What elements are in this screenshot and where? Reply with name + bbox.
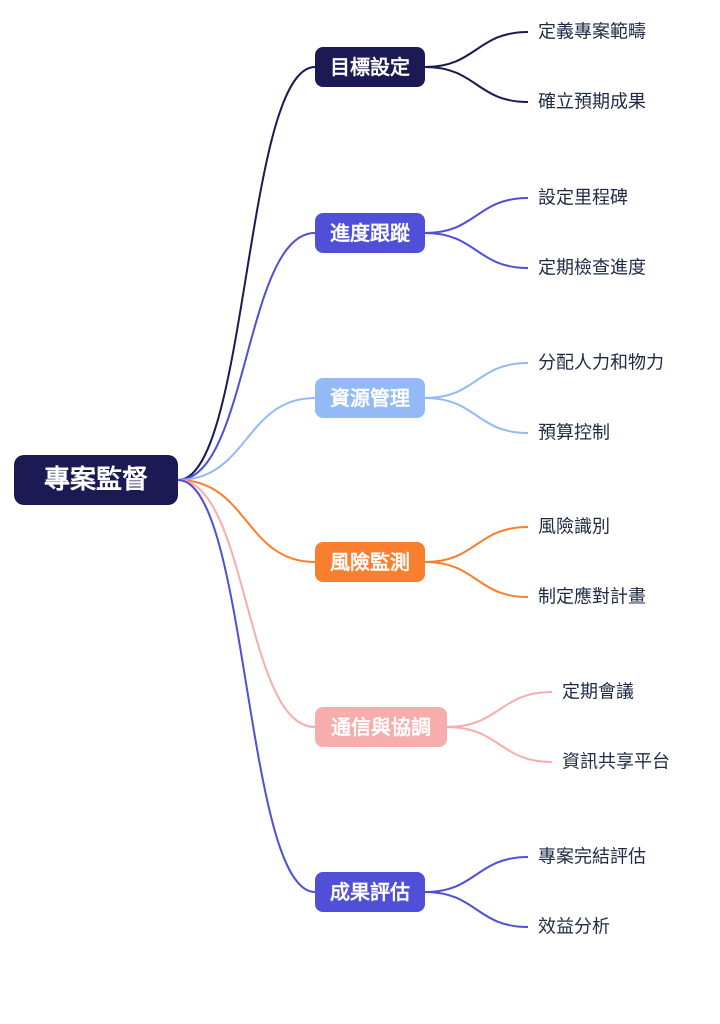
edge-branch-3-leaf-2 [424,397,529,434]
leaf-label[interactable]: 定期會議 [562,682,634,703]
branch-label-2: 進度跟蹤 [330,221,411,245]
leaf-label[interactable]: 定義專案範疇 [538,22,646,43]
branch-label-6: 成果評估 [330,880,410,904]
leaf-label[interactable]: 設定里程碑 [538,188,628,209]
edge-root-to-branch-5 [177,479,316,728]
branch-label-4: 風險監測 [330,550,410,574]
branch-box-1 [315,47,425,87]
edge-root-to-branch-3 [177,397,316,481]
leaf-label[interactable]: 效益分析 [538,917,610,938]
branch-node-1[interactable]: 目標設定 [315,47,425,87]
edge-branch-2-leaf-2 [424,232,529,269]
edge-branch-5-leaf-2 [446,726,553,763]
leaf-label[interactable]: 預算控制 [538,423,610,444]
branch-node-2[interactable]: 進度跟蹤 [315,213,425,253]
branch-label-3: 資源管理 [330,386,410,410]
branch-node-5[interactable]: 通信與協調 [315,707,447,747]
leaf-label[interactable]: 專案完結評估 [538,847,646,868]
leaf-label[interactable]: 風險識別 [538,517,610,538]
leaf-label[interactable]: 確立預期成果 [538,92,646,113]
root-node[interactable]: 專案監督 [14,455,178,505]
edge-root-to-branch-1 [177,66,316,481]
edge-branch-1-leaf-1 [424,31,529,68]
edge-branch-5-leaf-1 [446,691,553,728]
leaf-label[interactable]: 定期檢查進度 [538,258,646,279]
leaf-label[interactable]: 分配人力和物力 [538,353,664,374]
edge-root-to-branch-6 [177,479,316,893]
edges [177,31,553,928]
branch-box-5 [315,707,447,747]
edge-branch-6-leaf-2 [424,891,529,928]
edge-root-to-branch-4 [177,479,316,563]
branch-box-3 [315,378,425,418]
branch-node-4[interactable]: 風險監測 [315,542,425,582]
edge-branch-4-leaf-2 [424,561,529,598]
edge-branch-4-leaf-1 [424,526,529,563]
branch-box-6 [315,872,425,912]
branch-box-4 [315,542,425,582]
edge-branch-3-leaf-1 [424,362,529,399]
branch-node-3[interactable]: 資源管理 [315,378,425,418]
edge-branch-2-leaf-1 [424,197,529,234]
branch-box-2 [315,213,425,253]
root-label: 專案監督 [44,464,148,495]
branch-label-5: 通信與協調 [331,715,431,739]
edge-branch-6-leaf-1 [424,856,529,893]
branch-node-6[interactable]: 成果評估 [315,872,425,912]
edge-root-to-branch-2 [177,232,316,481]
branch-label-1: 目標設定 [330,55,410,79]
edge-branch-1-leaf-2 [424,66,529,103]
leaf-label[interactable]: 資訊共享平台 [562,752,670,773]
leaf-label[interactable]: 制定應對計畫 [538,586,646,608]
